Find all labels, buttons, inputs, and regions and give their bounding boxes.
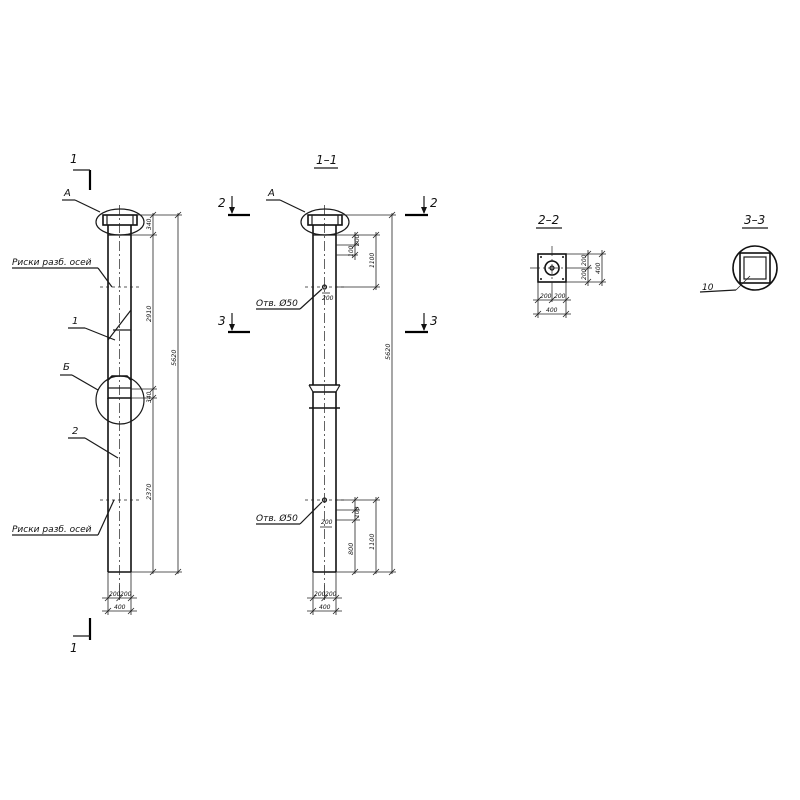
position-2-label: 2 xyxy=(72,426,78,437)
callout-label-a-section: А xyxy=(267,188,275,199)
dim-left-400: 400 xyxy=(114,604,126,611)
callout-node-b: Б xyxy=(60,362,145,425)
dim-s2-200-v: 200 xyxy=(581,254,588,266)
dim-mid-1100-top: 1100 xyxy=(369,253,376,268)
risks-label-top: Риски разб. осей xyxy=(12,258,113,288)
section-mark-2-right: 2 xyxy=(405,196,438,217)
section-label-1-top: 1 xyxy=(70,152,78,166)
section-title-2-2: 2–2 xyxy=(538,213,559,227)
section-title-1-1: 1–1 xyxy=(316,153,337,167)
section-mark-3-right: 3 xyxy=(405,313,438,334)
risks-label-bottom: Риски разб. осей xyxy=(12,499,115,536)
section-label-2-right: 2 xyxy=(430,196,438,210)
section-mark-2-left: 2 xyxy=(218,196,250,217)
dim-mid-100-bot: 100 xyxy=(354,506,361,518)
position-10-label: 10 xyxy=(702,283,714,293)
dim-left-340-mid: 340 xyxy=(146,391,153,403)
dim-left-2910: 2910 xyxy=(145,305,153,322)
callout-label-a-left: А xyxy=(63,188,71,199)
left-bottom-dimensions: 200 200 400 xyxy=(102,572,137,615)
callout-node-a-left: А xyxy=(62,188,145,236)
dim-mid-200-top: 200 xyxy=(354,234,361,246)
dim-left-2370: 2370 xyxy=(145,483,153,500)
risks-text-top: Риски разб. осей xyxy=(12,258,92,268)
dim-s2-200-v2: 200 xyxy=(581,268,588,280)
position-1-leader: 1 xyxy=(68,316,116,341)
hole-label-top: Отв. Ø50 xyxy=(256,298,298,309)
left-view: 1 1 xyxy=(12,152,182,655)
column-left xyxy=(100,205,139,585)
callout-label-b: Б xyxy=(63,362,70,373)
dim-left-5620: 5620 xyxy=(170,349,178,366)
column-section xyxy=(305,205,344,585)
dim-mid-200-hole-bot: 200 xyxy=(321,519,333,526)
section-overall-dim: 5620 xyxy=(336,211,396,576)
dim-mid-400: 400 xyxy=(319,604,331,611)
section-label-3-right: 3 xyxy=(430,314,438,328)
dim-s2-400-bottom: 400 xyxy=(546,307,558,314)
dim-s2-400-right: 400 xyxy=(595,262,602,274)
dim-s2-200b: 200 xyxy=(554,293,566,300)
dim-mid-1100-bot: 1100 xyxy=(368,533,376,550)
dim-mid-5620: 5620 xyxy=(384,343,392,360)
section-3-3-view: 3–3 10 xyxy=(699,213,778,293)
left-dimensions: 340 2910 5620 340 2370 xyxy=(131,211,182,576)
position-2-leader: 2 xyxy=(68,426,119,459)
section-1-1-view: 1–1 2 2 3 3 xyxy=(218,153,438,615)
section-mark-3-left: 3 xyxy=(218,313,250,334)
dim-mid-200a: 200 xyxy=(314,591,326,598)
position-1-label: 1 xyxy=(72,316,78,327)
dim-mid-100: 100 xyxy=(348,245,355,257)
dim-mid-200-hole-top: 200 xyxy=(322,295,334,302)
hole-callout-bottom: Отв. Ø50 xyxy=(256,501,323,525)
section-mark-1-top: 1 xyxy=(70,152,92,190)
section-label-1-bottom: 1 xyxy=(70,641,78,655)
section-2-2-view: 2–2 200 200 400 200 xyxy=(530,213,606,318)
callout-node-a-section: А xyxy=(266,188,350,236)
dim-mid-800: 800 xyxy=(347,543,355,555)
section-bottom-dimensions: 200 200 400 xyxy=(307,572,342,615)
dim-s2-200a: 200 xyxy=(540,293,552,300)
section-title-3-3: 3–3 xyxy=(744,213,765,227)
dim-left-200b: 200 xyxy=(120,591,132,598)
dim-left-340-top: 340 xyxy=(146,218,153,230)
hole-callout-top: Отв. Ø50 xyxy=(256,288,323,310)
dim-left-200a: 200 xyxy=(109,591,121,598)
section-bottom-hole-dims: 100 800 1100 200 xyxy=(320,496,380,576)
hole-label-bottom: Отв. Ø50 xyxy=(256,513,298,524)
section-label-3-left: 3 xyxy=(218,314,226,328)
section-top-hole-dims: 100 200 1100 200 xyxy=(322,231,380,302)
risks-text-bottom: Риски разб. осей xyxy=(12,525,92,535)
dim-mid-200b: 200 xyxy=(325,591,337,598)
section-mark-1-bottom: 1 xyxy=(70,618,92,655)
section-label-2-left: 2 xyxy=(218,196,226,210)
